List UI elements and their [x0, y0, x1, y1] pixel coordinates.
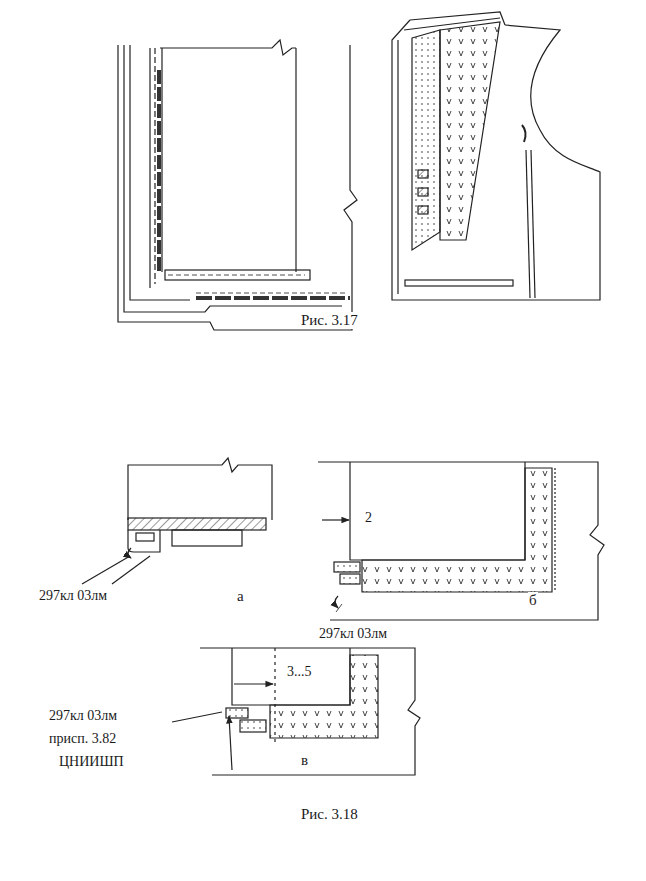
subfigure-letter: а — [236, 588, 245, 605]
detail-a — [82, 458, 272, 584]
institute-label: ЦНИИШП — [58, 754, 125, 769]
dimension: 2 — [364, 510, 373, 525]
subfigure-letter: б — [528, 592, 538, 609]
machine-label: 297кл 03лм — [38, 588, 108, 603]
attachment-label: присп. 3.82 — [48, 731, 117, 746]
dimension: 3...5 — [286, 664, 313, 679]
machine-label: 297кл 03лм — [318, 626, 388, 641]
machine-label: 297кл 03лм — [48, 708, 118, 723]
detail-b — [318, 462, 604, 620]
jacket-front — [392, 12, 600, 300]
figure-caption: Рис. 3.18 — [300, 806, 359, 823]
panel-figure — [118, 40, 357, 330]
subfigure-letter: в — [300, 752, 309, 769]
detail-c — [172, 648, 420, 775]
figure-caption: Рис. 3.17 — [300, 312, 359, 329]
